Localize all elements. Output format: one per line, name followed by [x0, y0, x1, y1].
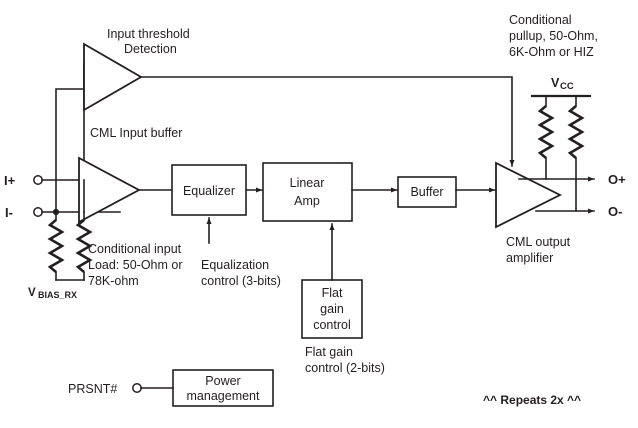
cml-input-buffer-amp[interactable]	[78, 156, 173, 224]
wire-tap-lower	[55, 88, 85, 213]
input-threshold-detection-amp[interactable]	[83, 42, 515, 167]
vcc-pullup-resistors	[531, 94, 591, 212]
input-threshold-detection-triangle[interactable]	[83, 42, 143, 112]
cml-input-buffer-triangle[interactable]	[78, 156, 141, 224]
linear-amp-label-line1: Linear	[290, 176, 325, 190]
pin-label-out-plus: O+	[608, 172, 626, 187]
rail-label-vcc-subscript: CC	[560, 81, 574, 92]
flat-gain-control-label-line3: control	[313, 318, 351, 332]
input-termination-resistors	[47, 179, 93, 281]
annotation-equalization-control-line1: Equalization	[201, 258, 269, 272]
annotation-input-load-line2: Load: 50-Ohm or	[88, 258, 183, 272]
label-cml-input-buffer: CML Input buffer	[90, 126, 182, 140]
linear-amp-box[interactable]	[262, 162, 353, 222]
pullup-resistor-left-zigzag	[537, 105, 555, 159]
annotation-flat-gain-bits-line2: control (2-bits)	[305, 361, 385, 375]
annotation-repeats-note: ^^ Repeats 2x ^^	[483, 393, 581, 407]
resistor-right-zigzag	[75, 219, 93, 273]
annotation-conditional-pullup-line3: 6K-Ohm or HIZ	[509, 45, 594, 59]
cml-output-amplifier[interactable]	[495, 161, 595, 229]
wire-threshold-to-output-enable	[140, 76, 515, 167]
pin-label-in-plus: I+	[4, 173, 16, 188]
flat-gain-control-label-line1: Flat	[322, 286, 343, 300]
resistor-left-zigzag	[47, 219, 65, 273]
linear-amp-label-line2: Amp	[294, 194, 320, 208]
equalizer-block[interactable]: Equalizer	[171, 164, 263, 216]
power-management-label-line1: Power	[205, 374, 240, 388]
buffer-label: Buffer	[410, 185, 443, 199]
pin-label-out-minus: O-	[608, 204, 622, 219]
label-cml-output-amp-line2: amplifier	[506, 251, 553, 265]
rail-label-vbias-rx-subscript: BIAS_RX	[38, 290, 77, 300]
rail-label-vbias-rx: V	[28, 287, 36, 299]
label-input-threshold-line2: Detection	[124, 42, 177, 56]
flat-gain-control-block[interactable]: Flat gain control	[301, 223, 363, 339]
cml-output-amplifier-triangle[interactable]	[495, 161, 563, 229]
buffer-box[interactable]	[397, 176, 457, 208]
prsnt-pin-circle	[132, 383, 142, 393]
annotation-conditional-pullup-line1: Conditional	[509, 13, 572, 27]
annotation-input-load-line3: 78K-ohm	[88, 274, 139, 288]
prsnt-pin-group: PRSNT#	[68, 382, 174, 396]
annotation-input-load-line1: Conditional input	[88, 242, 182, 256]
rail-label-vcc: V	[551, 76, 560, 90]
equalizer-box[interactable]	[171, 164, 247, 216]
annotation-conditional-pullup-line2: pullup, 50-Ohm,	[509, 29, 598, 43]
pullup-resistor-right-zigzag	[567, 105, 585, 159]
buffer-block[interactable]: Buffer	[397, 176, 496, 208]
label-cml-output-amp-line1: CML output	[506, 235, 571, 249]
flat-gain-control-label-line2: gain	[320, 302, 344, 316]
pin-label-in-minus: I-	[5, 205, 13, 220]
pin-label-prsnt: PRSNT#	[68, 382, 117, 396]
annotation-equalization-control-line2: control (3-bits)	[201, 274, 281, 288]
in-minus-pin-circle	[33, 207, 43, 217]
linear-amp-block[interactable]: Linear Amp	[262, 162, 398, 222]
annotation-flat-gain-bits-line1: Flat gain	[305, 345, 353, 359]
in-plus-pin-circle	[33, 175, 43, 185]
power-management-block[interactable]: Power management	[172, 369, 274, 407]
label-input-threshold-line1: Input threshold	[107, 27, 190, 41]
equalizer-label: Equalizer	[183, 184, 235, 198]
power-management-label-line2: management	[187, 389, 260, 403]
